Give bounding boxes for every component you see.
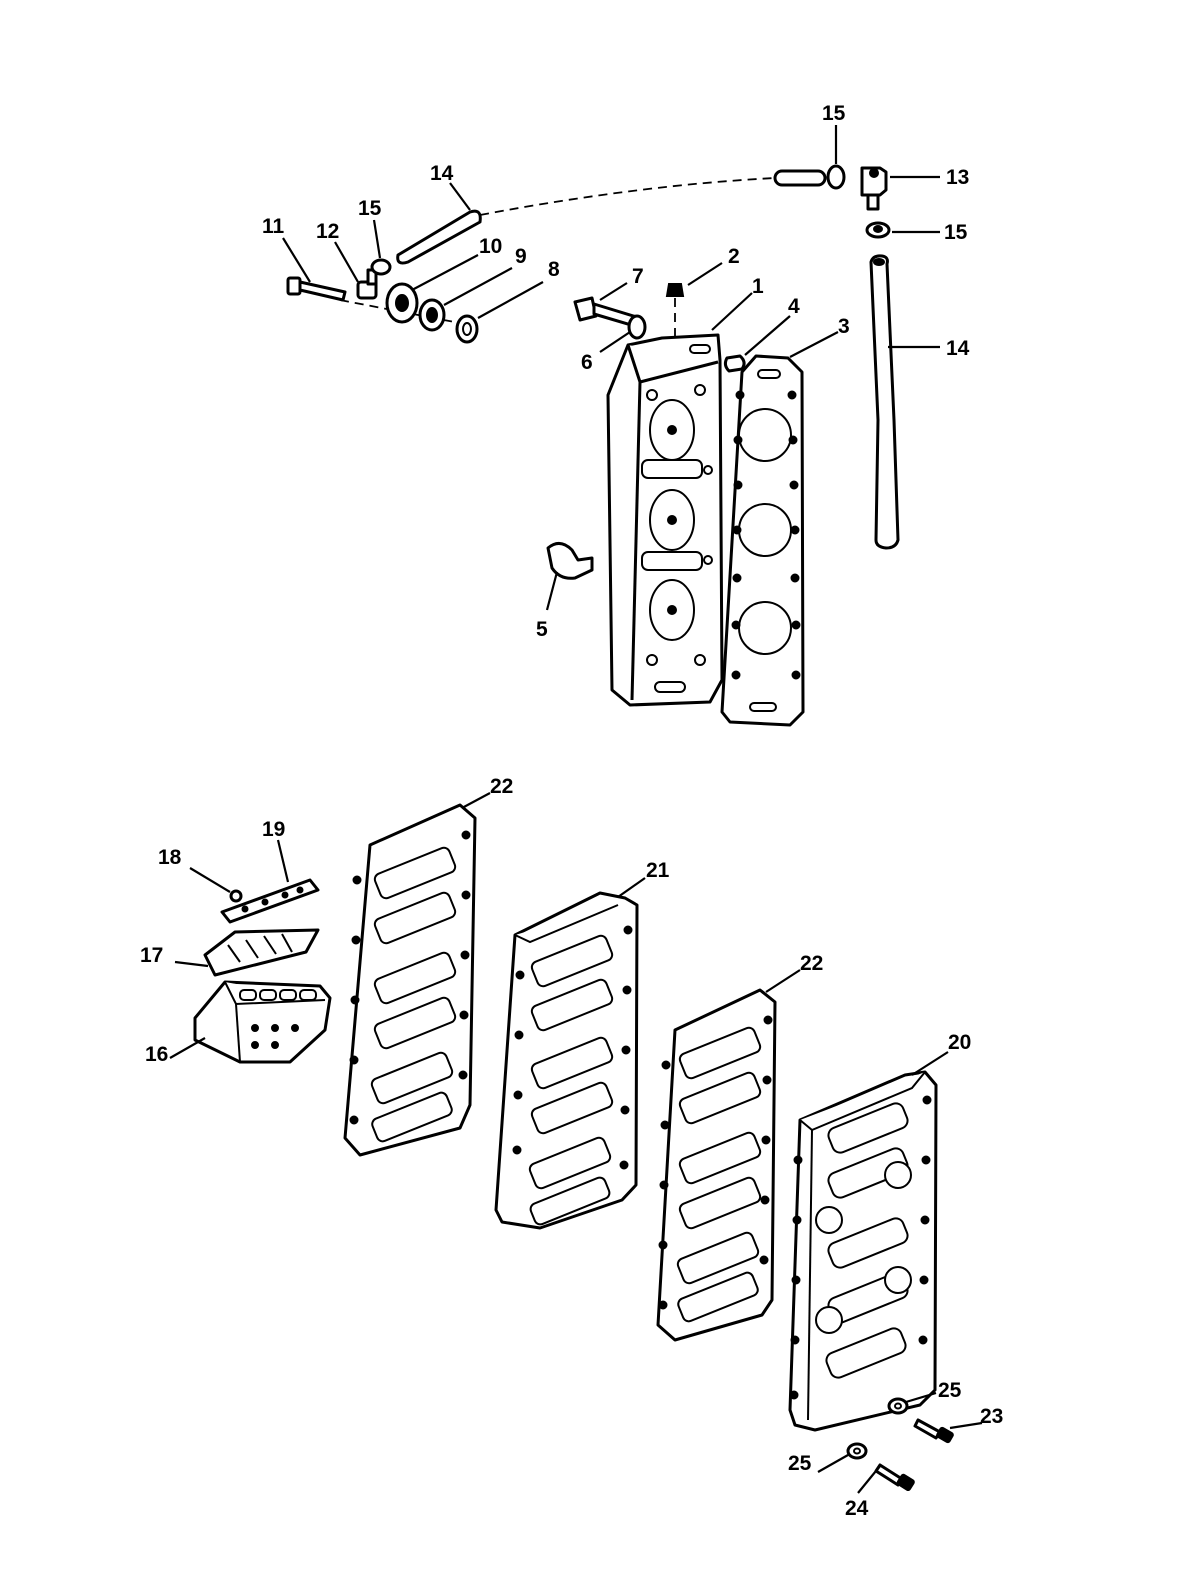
part-14-hose-end xyxy=(773,169,827,187)
part-12-fitting xyxy=(356,268,378,300)
part-10-thermostat xyxy=(385,282,419,324)
callout-25-lower: 25 xyxy=(788,1452,812,1475)
part-15-clamp-small xyxy=(370,258,392,276)
callout-6: 6 xyxy=(581,351,593,374)
callout-15-right: 15 xyxy=(944,221,968,244)
part-6-washer xyxy=(627,314,647,340)
callout-7: 7 xyxy=(632,265,644,288)
callout-17: 17 xyxy=(140,944,163,967)
part-13-elbow-fitting xyxy=(860,166,888,211)
callout-5: 5 xyxy=(536,618,548,641)
part-5-clamp xyxy=(546,542,594,580)
part-14-hose-long xyxy=(869,254,900,550)
callout-3: 3 xyxy=(838,315,850,338)
part-2-plug xyxy=(665,283,685,297)
callout-19: 19 xyxy=(262,818,285,841)
part-23-screw xyxy=(913,1418,954,1444)
leader-lines xyxy=(169,125,983,1494)
callout-11: 11 xyxy=(262,215,285,238)
callout-4: 4 xyxy=(788,295,800,318)
part-4-dowel-pin xyxy=(723,354,746,373)
part-22-gasket-right xyxy=(656,988,777,1342)
part-8-washer xyxy=(455,314,479,344)
callout-24: 24 xyxy=(845,1497,869,1520)
callout-23: 23 xyxy=(980,1405,1003,1428)
part-21-adapter-plate xyxy=(494,891,639,1230)
callout-10: 10 xyxy=(479,235,502,258)
part-11-bolt xyxy=(286,276,347,302)
part-22-gasket-left xyxy=(343,803,477,1157)
part-17-reed-petals xyxy=(203,928,320,977)
callout-18: 18 xyxy=(158,846,182,869)
part-16-reed-block xyxy=(193,980,332,1064)
callout-15-top: 15 xyxy=(822,102,846,125)
hose-route-dashed-line xyxy=(479,177,776,216)
callout-9: 9 xyxy=(515,245,527,268)
part-15-hose-clamp-top xyxy=(826,164,846,190)
callout-14-upper: 14 xyxy=(430,162,454,185)
callout-1: 1 xyxy=(752,275,764,298)
callout-labels: 1 2 3 4 5 6 7 8 9 10 11 12 13 14 14 15 1… xyxy=(140,102,1003,1520)
callout-15-left: 15 xyxy=(358,197,382,220)
part-1-cylinder-head xyxy=(606,333,724,707)
part-15-nut xyxy=(865,221,891,239)
callout-13: 13 xyxy=(946,166,969,189)
part-18-screw xyxy=(229,889,243,903)
part-25-washer-upper xyxy=(887,1397,909,1415)
callout-2: 2 xyxy=(728,245,740,268)
callout-25-upper: 25 xyxy=(938,1379,962,1402)
part-3-head-gasket xyxy=(720,354,805,727)
part-25-washer-lower xyxy=(846,1442,868,1460)
callout-16: 16 xyxy=(145,1043,168,1066)
part-14-hose-short xyxy=(396,209,482,265)
part-9-seal xyxy=(418,298,446,332)
part-20-cover-plate xyxy=(788,1070,938,1432)
callout-20: 20 xyxy=(948,1031,971,1054)
callout-21: 21 xyxy=(646,859,670,882)
callout-8: 8 xyxy=(548,258,560,281)
callout-14-right: 14 xyxy=(946,337,970,360)
callout-22-left: 22 xyxy=(490,775,513,798)
part-19-reed-stop xyxy=(220,878,320,924)
callout-22-right: 22 xyxy=(800,952,823,975)
callout-12: 12 xyxy=(316,220,339,243)
part-24-screw xyxy=(874,1463,915,1492)
